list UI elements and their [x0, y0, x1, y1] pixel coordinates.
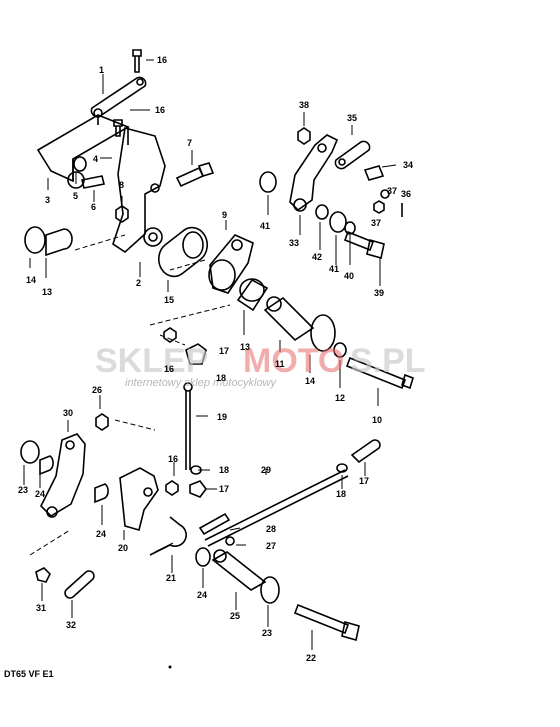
part-label: 18	[216, 373, 226, 383]
part-label: 15	[164, 295, 174, 305]
part-label: 38	[299, 100, 309, 110]
part-label: 24	[96, 529, 106, 539]
part-label: 26	[92, 385, 102, 395]
part-label: 16	[155, 105, 165, 115]
part-label: 4	[93, 154, 98, 164]
part-label: 29	[261, 465, 271, 475]
part-label: 40	[344, 271, 354, 281]
part-label: 34	[403, 160, 413, 170]
part-label: 14	[305, 376, 315, 386]
part-label: 7	[187, 138, 192, 148]
part-label: 1	[99, 65, 104, 75]
part-label: 13	[42, 287, 52, 297]
part-label: 21	[166, 573, 176, 583]
part-label: 17	[359, 476, 369, 486]
stray-mark	[168, 665, 172, 669]
part-labels: 16 1 16 7 4 3 5 6 8 9 14 13 2 15 13 11 1…	[18, 55, 413, 663]
part-label: 27	[266, 541, 276, 551]
middle-links	[114, 327, 207, 498]
part-label: 31	[36, 603, 46, 613]
part-label: 19	[217, 412, 227, 422]
part-label: 22	[306, 653, 316, 663]
part-label: 28	[266, 524, 276, 534]
part-label: 32	[66, 620, 76, 630]
diagram-caption: DT65 VF E1	[4, 669, 54, 679]
part-label: 20	[118, 543, 128, 553]
part-label: 16	[157, 55, 167, 65]
part-label: 10	[372, 415, 382, 425]
part-label: 8	[119, 180, 124, 190]
part-label: 11	[275, 359, 285, 369]
lower-rod-assembly	[195, 439, 381, 642]
watermark-tagline: internetowy sklep motocyklowy	[125, 377, 278, 389]
part-label: 39	[374, 288, 384, 298]
part-label: 23	[18, 485, 28, 495]
part-label: 35	[347, 113, 357, 123]
part-label: 17	[219, 346, 229, 356]
part-label: 16	[168, 454, 178, 464]
part-label: 30	[63, 408, 73, 418]
part-label: 9	[222, 210, 227, 220]
right-lever-assembly	[259, 127, 403, 260]
watermark-brand-part3: S.PL	[350, 342, 426, 380]
part-label: 33	[289, 238, 299, 248]
lower-lever-assembly	[20, 413, 187, 599]
part-label: 41	[329, 264, 339, 274]
part-label: 25	[230, 611, 240, 621]
part-label: 6	[91, 202, 96, 212]
upper-lever-assembly	[24, 49, 414, 390]
watermark-brand-part2: MOTO	[243, 342, 344, 380]
watermark-brand-part1: SKLEP	[95, 342, 208, 380]
part-label: 24	[197, 590, 207, 600]
part-label: 23	[262, 628, 272, 638]
part-label: 14	[26, 275, 36, 285]
callout-leaders	[23, 59, 397, 650]
part-label: 24	[35, 489, 45, 499]
part-label: 37	[371, 218, 381, 228]
part-label: 13	[240, 342, 250, 352]
watermark: SKLEP MOTO S.PL internetowy sklep motocy…	[95, 342, 426, 389]
part-label: 17	[219, 484, 229, 494]
part-label: 3	[45, 195, 50, 205]
part-label: 37	[387, 186, 397, 196]
part-label: 41	[260, 221, 270, 231]
part-label: 42	[312, 252, 322, 262]
part-label: 18	[336, 489, 346, 499]
part-label: 12	[335, 393, 345, 403]
part-label: 5	[73, 191, 78, 201]
part-label: 2	[136, 278, 141, 288]
part-label: 16	[164, 364, 174, 374]
part-label: 18	[219, 465, 229, 475]
part-label: 36	[401, 189, 411, 199]
